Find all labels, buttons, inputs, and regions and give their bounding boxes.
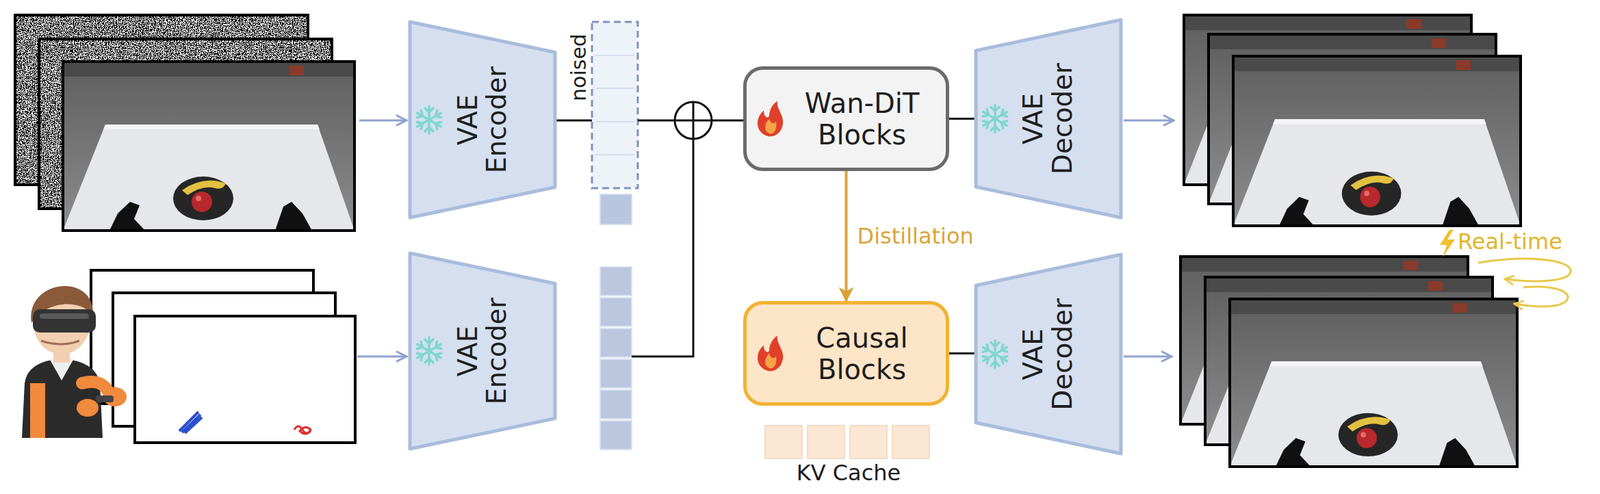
snowflake-icon [415, 106, 444, 134]
snowflake-icon [981, 340, 1010, 369]
vae-decoder: VAE Decoder [974, 18, 1123, 219]
snowflake-icon [415, 337, 444, 365]
node-label: VAE Encoder [453, 47, 512, 192]
connector-line [949, 117, 975, 120]
causal-block: Causal Blocks [743, 301, 950, 406]
snowflake-icon [981, 105, 1010, 133]
edge-label: Distillation [854, 223, 977, 250]
latent-label: noised [566, 33, 591, 102]
cache-label: KV Cache [796, 459, 902, 486]
realtime-label: Real-time [1457, 228, 1563, 255]
distillation-arrow [845, 171, 848, 302]
vae-encoder: VAE Encoder [408, 251, 557, 451]
connector-line [949, 352, 975, 355]
vae-encoder: VAE Encoder [408, 20, 557, 219]
flame-icon [757, 101, 783, 137]
flame-icon [757, 336, 783, 372]
node-label: VAE Decoder [1018, 47, 1078, 191]
node-label: Wan-DiT Blocks [793, 87, 931, 151]
node-label: VAE Decoder [1018, 282, 1078, 427]
vae-decoder: VAE Decoder [974, 253, 1123, 456]
node-label: Causal Blocks [793, 322, 931, 386]
dit-block: Wan-DiT Blocks [743, 66, 950, 172]
node-label: VAE Encoder [453, 279, 512, 423]
